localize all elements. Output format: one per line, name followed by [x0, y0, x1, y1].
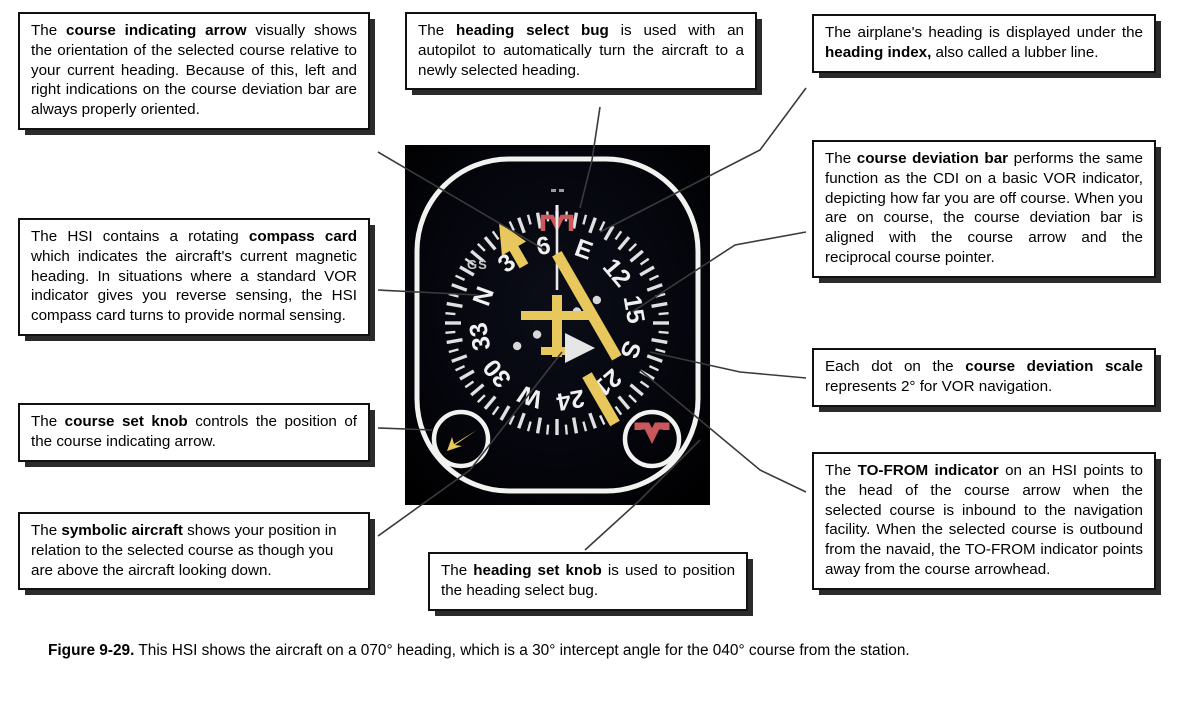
callout-symbolic-aircraft: The symbolic aircraft shows your positio… [18, 512, 370, 591]
glideslope-label: GS [467, 257, 488, 272]
cd-dot-right-2 [592, 295, 602, 305]
callout-text: Each dot on the course deviation scale r… [825, 358, 1143, 395]
cd-dot-left-1 [532, 330, 542, 339]
callout-course-deviation-scale: Each dot on the course deviation scale r… [812, 348, 1156, 407]
compass-label-24: 24 [554, 384, 586, 416]
callout-text: The course indicating arrow visually sho… [31, 22, 357, 118]
hsi-svg: N 3 6 E 12 15 S 21 24 W 30 33 [405, 145, 710, 505]
callout-heading-set-knob: The heading set knob is used to position… [428, 552, 748, 611]
callout-compass-card: The HSI contains a rotating compass card… [18, 218, 370, 336]
callout-text: The HSI contains a rotating compass card… [31, 228, 357, 324]
cd-dot-left-2 [512, 341, 522, 351]
callout-text: The course deviation bar performs the sa… [825, 150, 1144, 266]
to-from-indicator [565, 333, 595, 363]
compass-label-15: 15 [618, 293, 650, 325]
symbolic-aircraft [521, 295, 593, 357]
figure-caption-text: This HSI shows the aircraft on a 070° he… [138, 642, 910, 659]
callout-course-set-knob: The course set knob controls the positio… [18, 403, 370, 462]
callout-text: The heading select bug is used with an a… [418, 22, 745, 79]
callout-course-deviation-bar: The course deviation bar performs the sa… [812, 140, 1156, 278]
callout-heading-select-bug: The heading select bug is used with an a… [405, 12, 757, 91]
callout-text: The course set knob controls the positio… [31, 413, 357, 450]
course-deviation-bar[interactable] [552, 251, 622, 361]
fixed-index-marks [551, 189, 564, 192]
callout-heading-index: The airplane's heading is displayed unde… [812, 14, 1156, 73]
callout-text: The airplane's heading is displayed unde… [825, 24, 1143, 61]
callout-text: The symbolic aircraft shows your positio… [31, 522, 337, 579]
callout-text: The heading set knob is used to position… [441, 562, 736, 599]
reciprocal-course-pointer [582, 372, 620, 427]
hsi-instrument: N 3 6 E 12 15 S 21 24 W 30 33 [405, 145, 710, 505]
figure-caption: Figure 9-29. This HSI shows the aircraft… [48, 640, 1138, 662]
callout-course-indicating-arrow: The course indicating arrow visually sho… [18, 12, 370, 130]
compass-label-33: 33 [464, 320, 496, 352]
figure-label: Figure 9-29. [48, 642, 135, 659]
callout-to-from-indicator: The TO-FROM indicator on an HSI points t… [812, 452, 1156, 590]
callout-text: The TO-FROM indicator on an HSI points t… [825, 462, 1144, 578]
